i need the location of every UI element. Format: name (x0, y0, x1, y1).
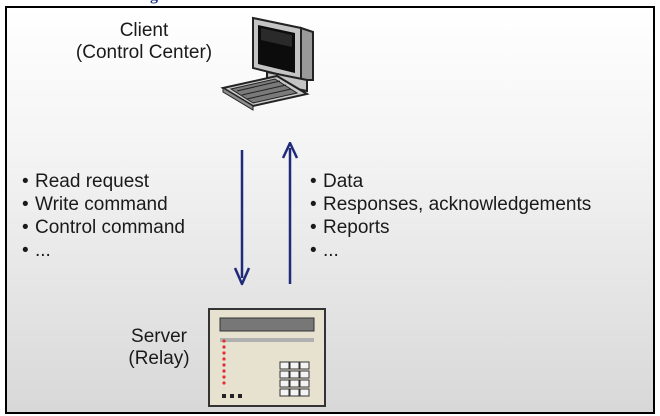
server-label-line2: (Relay) (128, 348, 190, 369)
response-list-item: Responses, acknowledgements (310, 193, 591, 216)
up-arrow-icon (281, 142, 299, 284)
relay-device-icon (208, 308, 326, 407)
request-list-item: Write command (22, 193, 185, 216)
response-list-item: Data (310, 170, 591, 193)
response-list-item: ... (310, 239, 591, 262)
response-list-item: Reports (310, 216, 591, 239)
server-label-line1: Server (131, 326, 187, 347)
request-list-item: Control command (22, 216, 185, 239)
desktop-computer-icon (220, 16, 314, 111)
request-list-item: Read request (22, 170, 185, 193)
client-label-line1: Client (119, 20, 169, 41)
request-list-item: ... (22, 239, 185, 262)
response-list: Data Responses, acknowledgements Reports… (310, 170, 591, 262)
arrows (233, 142, 299, 286)
down-arrow-icon (233, 150, 251, 286)
client-label-line2: (Control Center) (75, 42, 213, 63)
diagram-frame: Client (Control Center) Read request Wri… (5, 6, 655, 414)
client-label: Client (Control Center) (54, 20, 234, 64)
server-label: Server (Relay) (103, 326, 215, 370)
top-strip: g (0, 0, 660, 6)
request-list: Read request Write command Control comma… (22, 170, 185, 262)
title-fragment: g (150, 0, 158, 5)
